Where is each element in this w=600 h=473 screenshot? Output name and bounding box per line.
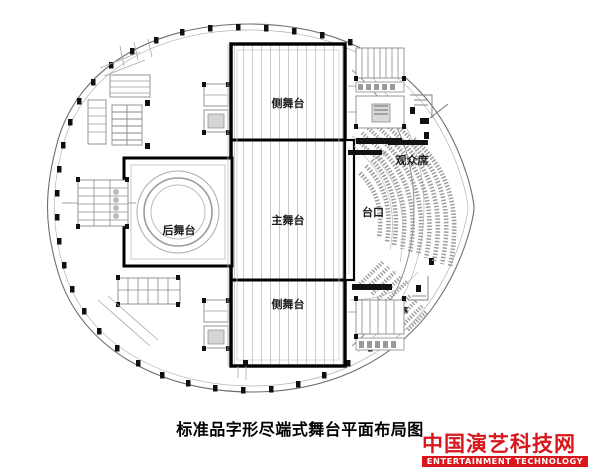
caption-row: 标准品字形尽端式舞台平面布局图 — [0, 408, 600, 448]
stage-block — [229, 42, 347, 368]
site-watermark-logo: 中国演艺科技网 ENTERTAINMENT TECHNOLOGY — [422, 433, 594, 467]
plan-labels: 侧舞台 主舞台 侧舞台 后舞台 台口 观众席 — [163, 96, 429, 311]
left-service-rooms — [62, 38, 181, 347]
figure-caption: 标准品字形尽端式舞台平面布局图 — [176, 420, 424, 439]
rear-stage-block — [122, 156, 234, 268]
flanking-rooms — [202, 44, 248, 380]
label-auditorium: 观众席 — [396, 153, 429, 167]
label-main-stage: 主舞台 — [272, 213, 305, 227]
label-rear-stage: 后舞台 — [163, 223, 196, 237]
auditorium-seating — [349, 113, 457, 332]
logo-chinese-text: 中国演艺科技网 — [422, 431, 576, 456]
upper-service-rooms — [348, 47, 449, 155]
label-lower-side-stage: 侧舞台 — [272, 297, 305, 311]
proscenium-wall — [343, 138, 356, 282]
label-upper-side-stage: 侧舞台 — [272, 96, 305, 110]
floor-plan-drawing: 侧舞台 主舞台 侧舞台 后舞台 台口 观众席 — [46, 23, 475, 394]
logo-english-text: ENTERTAINMENT TECHNOLOGY — [422, 456, 588, 467]
perimeter-columns — [55, 24, 434, 394]
label-proscenium: 台口 — [362, 205, 384, 219]
lower-service-rooms — [348, 276, 429, 351]
